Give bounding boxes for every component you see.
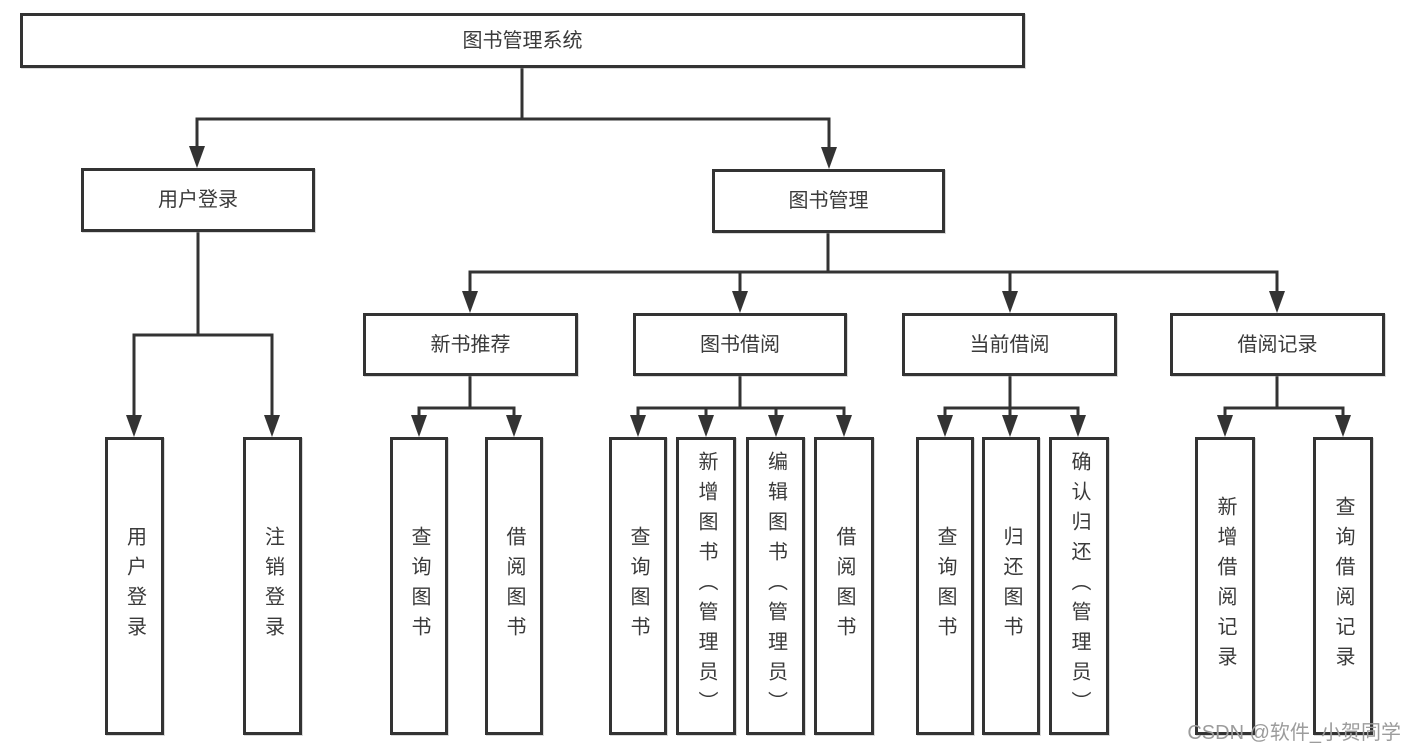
node-label: 归还图书 (1000, 526, 1022, 646)
node-borrowing-records: 借阅记录 (1170, 313, 1385, 376)
node-label: 借阅记录 (1237, 333, 1318, 356)
leaf-borrowing-query-book: 查询图书 (609, 437, 667, 735)
node-new-book-recommend: 新书推荐 (363, 313, 578, 376)
leaf-logout: 注销登录 (243, 437, 302, 735)
arrowheads (126, 146, 1351, 437)
node-label: 新增图书（管理员） (695, 451, 717, 721)
leaf-user-login: 用户登录 (105, 437, 164, 735)
node-label: 图书借阅 (700, 333, 780, 356)
leaf-confirm-return-admin: 确认归还（管理员） (1049, 437, 1109, 735)
leaf-edit-book-admin: 编辑图书（管理员） (746, 437, 805, 735)
leaf-recommend-query-book: 查询图书 (390, 437, 448, 735)
node-label: 图书管理 (788, 190, 869, 212)
node-label: 查询图书 (934, 526, 956, 646)
node-label: 查询图书 (627, 526, 649, 646)
node-label: 图书管理系统 (462, 29, 583, 52)
leaf-recommend-borrow-book: 借阅图书 (485, 437, 543, 735)
node-book-management: 图书管理 (712, 169, 945, 233)
leaf-current-query-book: 查询图书 (916, 437, 974, 735)
node-label: 用户登录 (123, 526, 146, 646)
node-label: 新书推荐 (430, 333, 511, 356)
node-label: 确认归还（管理员） (1068, 451, 1090, 721)
node-book-borrowing: 图书借阅 (633, 313, 847, 376)
csdn-watermark: CSDN @软件_小贺同学 (1187, 722, 1401, 744)
node-label: 新增借阅记录 (1214, 496, 1236, 676)
leaf-return-book: 归还图书 (982, 437, 1040, 735)
node-root-system: 图书管理系统 (20, 13, 1025, 68)
leaf-add-book-admin: 新增图书（管理员） (676, 437, 736, 735)
node-label: 查询图书 (408, 526, 430, 646)
node-label: 当前借阅 (969, 333, 1050, 356)
node-label: 借阅图书 (833, 526, 855, 646)
node-current-borrowing: 当前借阅 (902, 313, 1117, 376)
node-label: 编辑图书（管理员） (764, 451, 787, 721)
leaf-query-borrow-record: 查询借阅记录 (1313, 437, 1373, 735)
node-label: 用户登录 (158, 189, 238, 211)
node-label: 借阅图书 (503, 526, 525, 646)
node-user-login: 用户登录 (81, 168, 315, 232)
node-label: 查询借阅记录 (1332, 496, 1354, 676)
leaf-add-borrow-record: 新增借阅记录 (1195, 437, 1255, 735)
node-label: 注销登录 (261, 526, 284, 646)
leaf-borrow-book: 借阅图书 (814, 437, 874, 735)
